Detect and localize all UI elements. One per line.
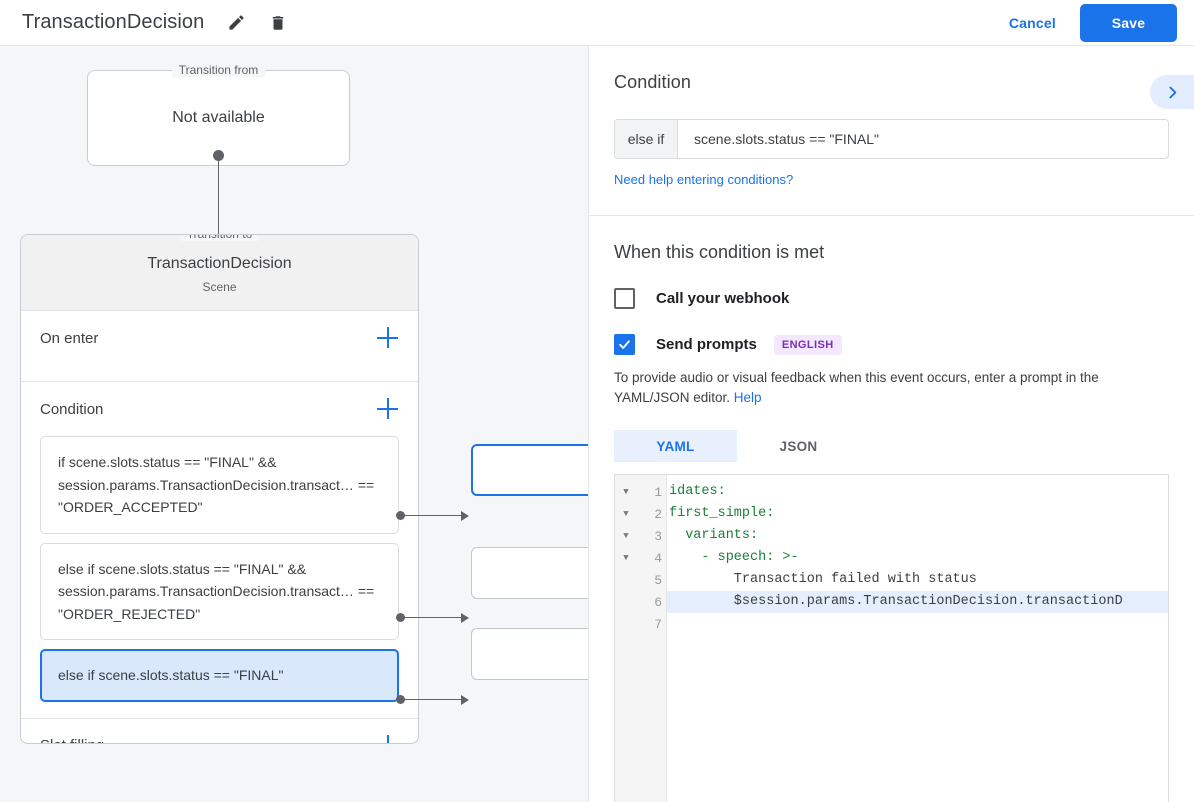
- prompt-hint-body: To provide audio or visual feedback when…: [614, 370, 1099, 405]
- condition-item[interactable]: if scene.slots.status == "FINAL" && sess…: [40, 436, 399, 534]
- scene-name: TransactionDecision: [147, 255, 292, 272]
- line-number: 2: [654, 506, 662, 522]
- gutter-row: ▼3: [615, 525, 666, 547]
- target-node[interactable]: [471, 444, 588, 496]
- edge-line: [401, 515, 463, 516]
- code-line: first_simple:: [669, 506, 775, 521]
- send-prompts-label: Send prompts: [656, 336, 757, 353]
- trash-icon: [273, 15, 284, 30]
- section-condition-title: Condition: [40, 400, 104, 418]
- panel-condition-section: Condition else if scene.slots.status == …: [589, 46, 1194, 216]
- section-condition: Condition if scene.slots.status == "FINA…: [21, 382, 418, 719]
- connector-line: [218, 155, 219, 251]
- line-number: 4: [654, 550, 662, 566]
- prompt-help-link[interactable]: Help: [733, 390, 762, 405]
- section-on-enter-header: On enter: [40, 311, 399, 365]
- code-line-highlighted: $session.params.TransactionDecision.tran…: [667, 591, 1168, 613]
- edit-name-button[interactable]: [222, 9, 250, 37]
- target-node[interactable]: [471, 547, 588, 599]
- editor-format-tabs: YAML JSON: [614, 430, 1169, 462]
- save-button[interactable]: Save: [1080, 3, 1177, 42]
- add-on-enter-button[interactable]: [377, 327, 399, 349]
- when-condition-met-heading: When this condition is met: [614, 242, 825, 262]
- gutter-row: 5: [615, 569, 666, 591]
- code-line: idates:: [669, 484, 726, 499]
- section-on-enter: On enter: [21, 311, 418, 382]
- line-number: 5: [654, 572, 662, 588]
- code-line: - speech: >-: [669, 550, 799, 565]
- transition-from-legend: Transition from: [171, 63, 266, 77]
- prompt-hint-text: To provide audio or visual feedback when…: [614, 368, 1169, 408]
- send-prompts-checkbox[interactable]: [614, 334, 635, 355]
- add-slot-filling-button[interactable]: [377, 734, 399, 743]
- panel-heading: Condition: [614, 72, 691, 92]
- section-condition-header: Condition: [40, 382, 399, 436]
- condition-help-link[interactable]: Need help entering conditions?: [614, 172, 794, 187]
- gutter-row: ▼2: [615, 503, 666, 525]
- section-slot-filling-title: Slot filling: [40, 737, 104, 743]
- edge-source-dot: [396, 511, 405, 520]
- edge-arrow-icon: [461, 613, 469, 623]
- target-node[interactable]: [471, 628, 588, 680]
- transition-to-card[interactable]: Transition to TransactionDecision Scene …: [20, 234, 419, 744]
- condition-prefix-label: else if: [615, 120, 678, 158]
- transition-from-value: Not available: [172, 109, 265, 126]
- edge-line: [401, 699, 463, 700]
- line-number: 1: [654, 484, 662, 500]
- fold-toggle-icon[interactable]: ▼: [623, 487, 629, 497]
- scene-graph-canvas[interactable]: Transition from Not available Transition…: [0, 46, 588, 802]
- cancel-button[interactable]: Cancel: [995, 7, 1070, 39]
- tab-json[interactable]: JSON: [779, 438, 818, 454]
- page-title: TransactionDecision: [22, 11, 205, 33]
- scene-type: Scene: [202, 280, 237, 294]
- tab-yaml[interactable]: YAML: [614, 430, 737, 462]
- condition-item-selected[interactable]: else if scene.slots.status == "FINAL": [40, 649, 399, 702]
- send-prompts-row[interactable]: Send prompts ENGLISH: [614, 334, 1169, 355]
- gutter-row: ▼4: [615, 547, 666, 569]
- condition-expression-input[interactable]: scene.slots.status == "FINAL": [694, 131, 880, 147]
- pencil-icon: [229, 15, 244, 30]
- edge-arrow-icon: [461, 695, 469, 705]
- condition-detail-panel: Condition else if scene.slots.status == …: [588, 46, 1194, 802]
- edge-source-dot: [396, 695, 405, 704]
- app-header: TransactionDecision Cancel Save: [0, 0, 1194, 46]
- condition-input-row[interactable]: else if scene.slots.status == "FINAL": [614, 119, 1169, 159]
- edge-line: [401, 617, 463, 618]
- checkmark-icon: [619, 340, 630, 349]
- call-webhook-label: Call your webhook: [656, 290, 790, 307]
- section-on-enter-title: On enter: [40, 329, 99, 347]
- condition-item[interactable]: else if scene.slots.status == "FINAL" &&…: [40, 542, 399, 640]
- edge-source-dot: [396, 613, 405, 622]
- code-line: [667, 613, 1168, 635]
- call-webhook-row[interactable]: Call your webhook: [614, 288, 1169, 309]
- add-condition-button[interactable]: [377, 398, 399, 420]
- editor-code-area[interactable]: idates: first_simple: variants: - speech…: [667, 475, 1168, 802]
- fold-toggle-icon[interactable]: ▼: [623, 531, 629, 541]
- scene-header: TransactionDecision Scene: [21, 235, 418, 311]
- language-badge: ENGLISH: [773, 334, 842, 355]
- edge-arrow-icon: [461, 511, 469, 521]
- code-line: variants:: [669, 528, 759, 543]
- section-slot-filling: Slot filling Slot validation: [21, 719, 418, 743]
- code-line: Transaction failed with status: [669, 572, 977, 587]
- gutter-row: 7: [615, 613, 666, 635]
- line-number: 3: [654, 528, 662, 544]
- call-webhook-checkbox[interactable]: [614, 288, 635, 309]
- section-slot-filling-header: Slot filling: [40, 719, 399, 743]
- collapse-panel-button[interactable]: [1150, 75, 1194, 109]
- delete-button[interactable]: [264, 9, 292, 37]
- gutter-row: ▼1: [615, 481, 666, 503]
- fold-toggle-icon[interactable]: ▼: [623, 553, 629, 563]
- line-number: 6: [654, 594, 662, 610]
- panel-when-met-section: When this condition is met Call your web…: [589, 216, 1194, 802]
- transition-to-legend: Transition to: [179, 235, 260, 241]
- prompt-code-editor[interactable]: ▼1 ▼2 ▼3 ▼4 5 6 7 idates: first_simple: …: [614, 474, 1169, 802]
- editor-gutter: ▼1 ▼2 ▼3 ▼4 5 6 7: [615, 475, 667, 802]
- canvas-inner: Transition from Not available Transition…: [0, 46, 588, 802]
- chevron-right-icon: [1168, 86, 1176, 98]
- gutter-row: 6: [615, 591, 666, 613]
- fold-toggle-icon[interactable]: ▼: [623, 509, 629, 519]
- line-number: 7: [654, 616, 662, 632]
